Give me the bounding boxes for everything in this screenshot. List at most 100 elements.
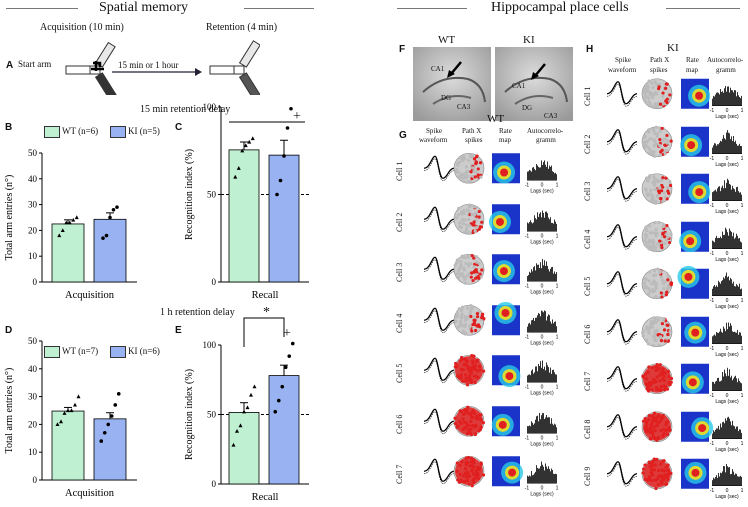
auto-bin [725,472,726,486]
lag-tick: -1 [710,345,715,351]
auto-bin [716,428,717,439]
lag-tick: 0 [726,298,729,304]
auto-bin [549,218,550,231]
auto-bin [544,260,545,282]
spike-dot [663,136,667,140]
spike-waveform-sd [606,178,638,202]
auto-bin [537,165,538,181]
spike-dot [474,255,479,259]
spike-dot [641,333,645,337]
data-point [64,220,69,225]
auto-bin [532,319,533,332]
spike-dot [481,473,486,477]
data-point [71,217,76,222]
auto-bin [712,381,713,391]
spike-dot [662,286,666,290]
auto-bin [737,235,738,249]
spike-dot [461,274,466,278]
f-wt-ca1: CA1 [431,65,445,73]
spike-dot [648,174,652,178]
spike-dot [653,220,657,224]
data-point [115,205,119,209]
lag-tick: 0 [541,435,544,441]
spike-dot [666,274,670,278]
spike-dot [461,221,465,225]
spike-dot [664,82,668,86]
spike-dot [641,330,645,334]
lag-tick: -1 [710,298,715,304]
auto-bin [731,473,732,486]
auto-bin [528,374,529,383]
spike-dot [655,104,660,108]
spike-dot [642,277,647,281]
spike-dot [666,189,670,193]
auto-bin [730,322,731,344]
spike-dot [662,234,667,238]
lag-tick: 1 [741,108,744,114]
g-col-rate1: Rate [499,127,512,135]
auto-bin [725,138,726,154]
spike-dot [477,209,481,213]
auto-bin [715,335,716,344]
lag-tick: 0 [726,250,729,256]
data-point [109,414,114,418]
auto-bin [727,86,728,106]
auto-bin [739,476,740,486]
spike-dot [470,212,474,216]
spike-dot [474,276,478,280]
auto-bin [716,92,717,106]
auto-bin [714,190,715,201]
lag-tick: 1 [741,203,744,209]
spike-dot [662,327,667,331]
spike-dot [455,167,459,172]
spike-dot [460,311,464,316]
spike-dot [477,214,481,219]
auto-bin [732,420,733,439]
auto-bin [536,415,537,433]
auto-bin [529,424,530,433]
spike-dot [467,223,472,227]
spike-dot [463,318,467,322]
title-rule-right-a [397,8,467,9]
auto-bin [556,426,557,433]
auto-bin [530,219,531,231]
auto-bin [528,425,529,433]
auto-bin [728,132,729,154]
auto-bin [721,473,722,486]
auto-bin [545,310,546,332]
auto-bin [532,271,533,282]
spike-dot [660,321,665,325]
auto-bin [547,212,548,231]
auto-bin [730,138,731,154]
spike-dot [646,341,651,345]
lag-tick: 0 [541,283,544,289]
spike-dot [656,195,660,199]
legend-wt-d: WT (n=7) [62,346,99,356]
auto-bin [536,218,537,231]
spike-dot [475,311,480,315]
auto-bin [539,366,540,383]
auto-bin [717,477,718,486]
spike-dot [658,129,662,133]
auto-bin [712,98,713,106]
auto-bin [537,467,538,484]
rate-field-peak [686,236,695,245]
lag-tick: -1 [710,250,715,256]
lag-tick: 1 [556,283,559,289]
auto-bin [740,332,741,344]
spike-dot [645,138,650,143]
auto-bin [720,89,721,106]
spike-dot [459,319,463,323]
auto-bin [733,188,734,201]
auto-bin [728,276,729,296]
spike-dot [659,338,664,342]
spike-dot [666,338,670,342]
auto-bin [536,366,537,383]
auto-bin [739,237,740,249]
spike-dot [467,230,471,234]
spike-dot [665,231,669,235]
spike-dot [454,314,458,318]
spike-dot [661,232,665,236]
